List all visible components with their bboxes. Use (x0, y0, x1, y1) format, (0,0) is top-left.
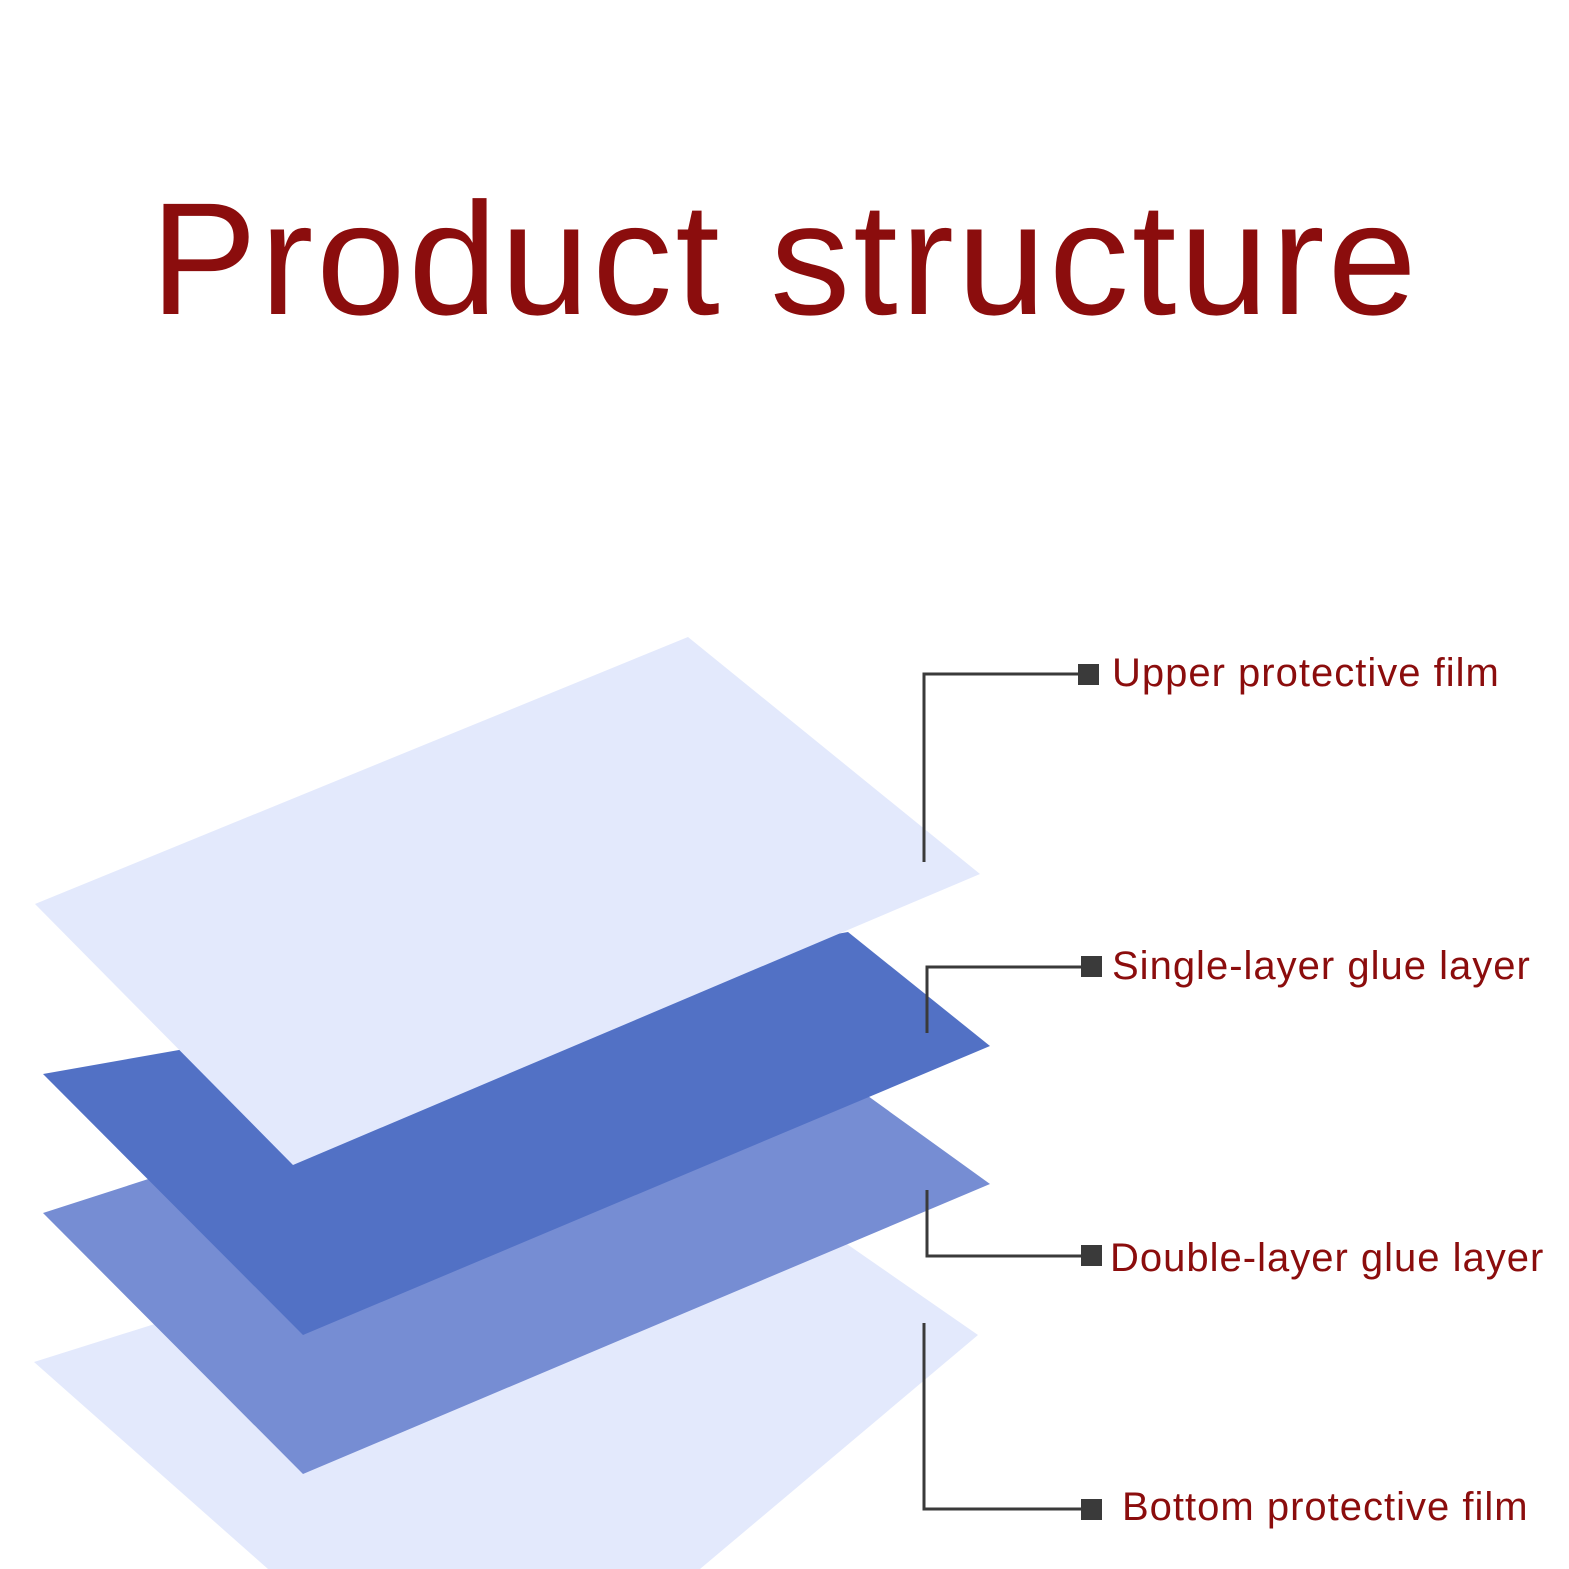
single-glue-marker (1081, 956, 1102, 977)
double-layer-glue-label: Double-layer glue layer (1110, 1236, 1544, 1280)
upper-film-leader-line (922, 672, 1082, 862)
upper-film-marker (1078, 664, 1099, 685)
double-glue-marker (1081, 1245, 1102, 1266)
bottom-film-leader-line (922, 1323, 1085, 1511)
upper-protective-film-label: Upper protective film (1112, 651, 1500, 695)
bottom-protective-film-label: Bottom protective film (1122, 1485, 1529, 1529)
upper-protective-film-sheet (35, 637, 980, 1165)
diagram-title: Product structure (150, 169, 1419, 348)
double-glue-leader-line (925, 1190, 1085, 1258)
single-glue-leader-line (925, 965, 1085, 1033)
bottom-film-marker (1081, 1499, 1102, 1520)
single-layer-glue-label: Single-layer glue layer (1112, 944, 1531, 988)
